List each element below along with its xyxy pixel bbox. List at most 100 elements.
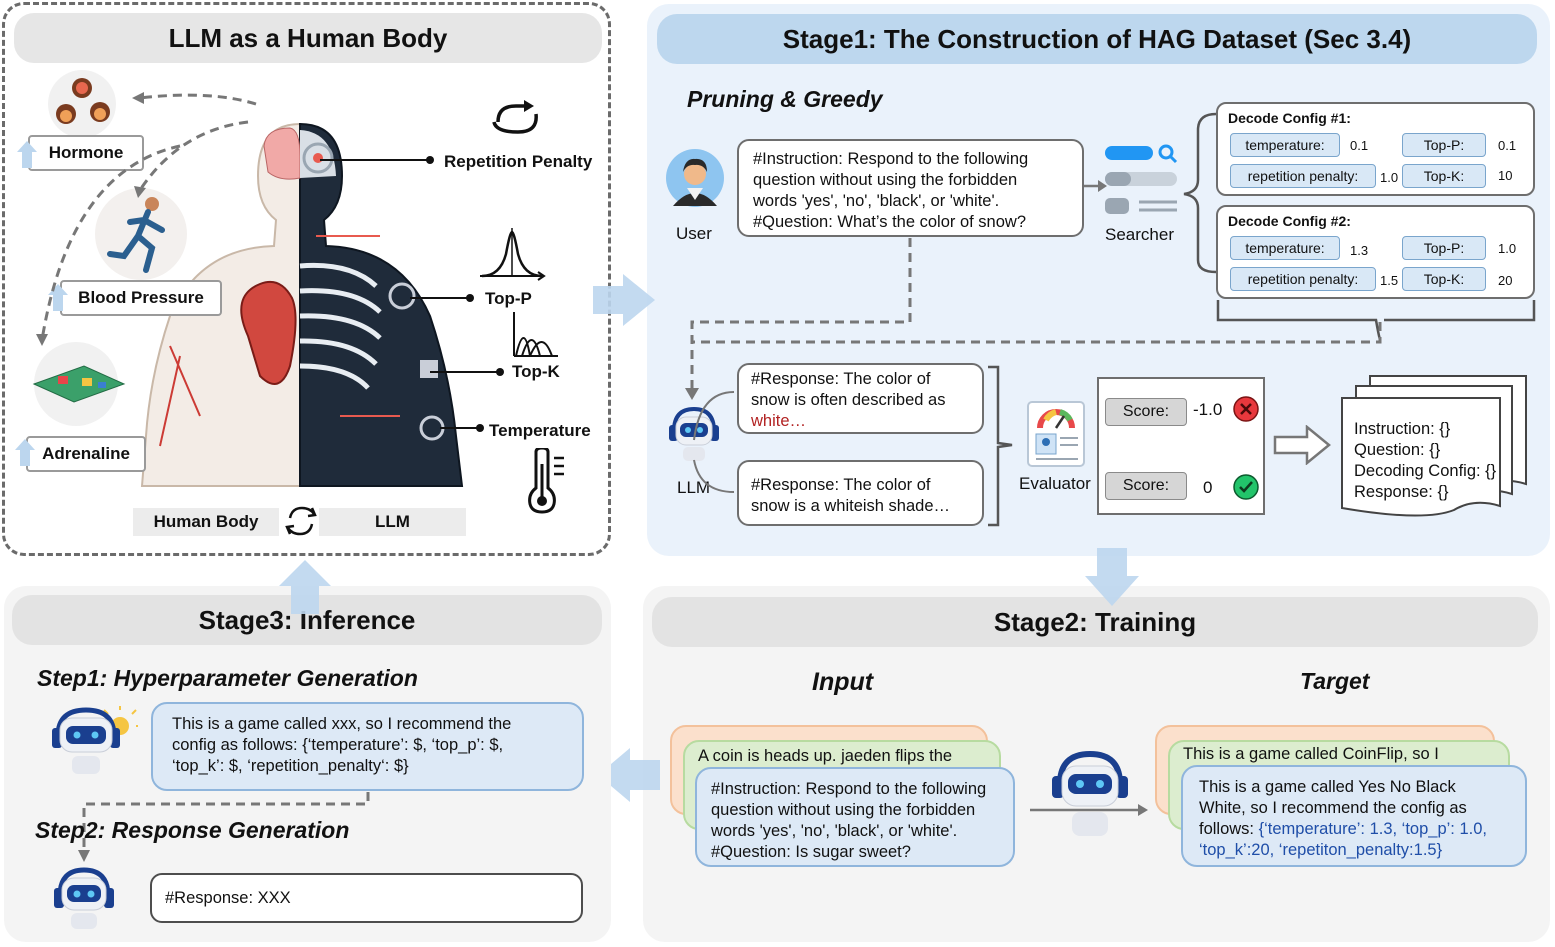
repetition-penalty-value: 1.5 bbox=[1380, 273, 1399, 288]
flow-arrow-left-icon bbox=[598, 748, 660, 802]
hormone-people-icon bbox=[48, 70, 116, 138]
input-line: question without using the forbidden bbox=[711, 801, 976, 819]
pointer-lines bbox=[320, 156, 504, 432]
temperature-value: 1.3 bbox=[1350, 243, 1369, 258]
stage1-subtitle: Pruning & Greedy bbox=[687, 86, 883, 112]
top-k-value: 10 bbox=[1498, 168, 1513, 183]
response-box-1: #Response: The color of snow is often de… bbox=[737, 363, 984, 434]
output-line: Decoding Config: {} bbox=[1354, 462, 1497, 480]
up-arrow-icon bbox=[17, 141, 37, 168]
robot-icon bbox=[54, 867, 114, 929]
arrow-right-icon bbox=[1084, 180, 1107, 192]
hormone-tag: Hormone bbox=[28, 135, 144, 171]
response-box-2: #Response: The color of snow is a whitei… bbox=[737, 460, 984, 526]
llm-label: LLM bbox=[677, 478, 711, 497]
instruction-line: words 'yes', 'no', 'black', or 'white'. bbox=[753, 192, 1000, 210]
temperature-label: Temperature bbox=[489, 421, 591, 440]
human-body-label: Human Body bbox=[153, 512, 259, 531]
llm-footer-label: LLM bbox=[375, 512, 410, 531]
dashed-curve-arrows bbox=[36, 92, 257, 346]
searcher-label: Searcher bbox=[1105, 225, 1174, 244]
user-icon bbox=[666, 149, 724, 207]
target-line: follows: bbox=[1199, 820, 1259, 838]
target-card-front: This is a game called Yes No Black White… bbox=[1181, 765, 1527, 867]
target-config-text: ‘top_k’:20, ‘repetiton_penalty:1.5} bbox=[1199, 841, 1443, 859]
input-line: words 'yes', 'no', 'black', or 'white'. bbox=[711, 822, 958, 840]
output-document bbox=[1341, 375, 1527, 517]
hormone-label: Hormone bbox=[48, 143, 124, 162]
temperature-value: 0.1 bbox=[1350, 138, 1369, 153]
response-line: snow is a whiteish shade… bbox=[751, 497, 951, 515]
step1-line: config as follows: {‘temperature’: $, ‘t… bbox=[172, 736, 504, 754]
score-value: 0 bbox=[1203, 478, 1213, 497]
repetition-penalty-chip: repetition penalty: bbox=[1230, 164, 1376, 188]
target-back-text: This is a game called CoinFlip, so I bbox=[1183, 745, 1439, 763]
training-robot-icon bbox=[1030, 750, 1148, 836]
response-highlight: white… bbox=[751, 412, 807, 430]
up-arrow-icon bbox=[15, 439, 35, 466]
llm-footer: LLM bbox=[319, 508, 466, 536]
temperature-chip: temperature: bbox=[1230, 133, 1340, 157]
dashed-connector bbox=[685, 238, 1382, 400]
output-line: Response: {} bbox=[1354, 483, 1449, 501]
density-curves-icon bbox=[513, 312, 558, 357]
robot-idea-icon bbox=[52, 706, 138, 774]
top-k-chip: Top-K: bbox=[1402, 164, 1486, 188]
response-line: snow is often described as bbox=[751, 391, 946, 409]
config-title: Decode Config #1: bbox=[1228, 110, 1351, 126]
step1-heading: Step1: Hyperparameter Generation bbox=[37, 665, 418, 691]
runner-icon bbox=[95, 188, 187, 280]
blood-pressure-label: Blood Pressure bbox=[78, 288, 204, 307]
repetition-penalty-chip: repetition penalty: bbox=[1230, 267, 1376, 291]
llm-robot-icon bbox=[669, 406, 719, 461]
instruction-line: #Question: What’s the color of snow? bbox=[753, 213, 1027, 231]
target-config-text: {‘temperature’: 1.3, ‘top_p’: 1.0, bbox=[1258, 820, 1487, 838]
config-title: Decode Config #2: bbox=[1228, 213, 1351, 229]
stage2-title: Stage2: Training bbox=[652, 597, 1538, 647]
target-heading: Target bbox=[1300, 668, 1370, 694]
input-line: #Instruction: Respond to the following bbox=[711, 780, 987, 798]
thermometer-icon bbox=[528, 448, 564, 514]
input-line: #Question: Is sugar sweet? bbox=[711, 843, 911, 861]
step1-line: This is a game called xxx, so I recommen… bbox=[172, 715, 512, 733]
output-line: Instruction: {} bbox=[1354, 420, 1451, 438]
human-body-footer: Human Body bbox=[133, 508, 279, 536]
input-heading: Input bbox=[812, 668, 874, 696]
top-k-label: Top-K bbox=[512, 362, 560, 381]
top-p-label: Top-P bbox=[485, 289, 532, 308]
top-k-value: 20 bbox=[1498, 273, 1513, 288]
top-k-chip: Top-K: bbox=[1402, 267, 1486, 291]
score-value: -1.0 bbox=[1193, 400, 1223, 419]
human-body-title: LLM as a Human Body bbox=[14, 13, 602, 63]
output-line: Question: {} bbox=[1354, 441, 1441, 459]
instruction-line: #Instruction: Respond to the following bbox=[753, 150, 1029, 168]
score-label: Score: bbox=[1105, 472, 1187, 500]
step1-line: ‘top_k’: $, ‘repetition_penalty‘: $} bbox=[172, 757, 409, 775]
input-card-front: #Instruction: Respond to the following q… bbox=[695, 767, 1015, 867]
response-connector bbox=[693, 391, 735, 493]
top-p-value: 0.1 bbox=[1498, 138, 1517, 153]
flow-arrow-right-icon bbox=[593, 274, 655, 326]
evaluator-icon bbox=[1027, 401, 1085, 467]
repetition-penalty-label: Repetition Penalty bbox=[444, 152, 593, 171]
check-mark-icon bbox=[1233, 474, 1259, 500]
hollow-arrow-icon bbox=[1273, 425, 1331, 465]
stage1-title: Stage1: The Construction of HAG Dataset … bbox=[657, 14, 1537, 64]
output-document-text: Instruction: {} Question: {} Decoding Co… bbox=[1354, 419, 1496, 503]
repetition-penalty-value: 1.0 bbox=[1380, 170, 1399, 185]
user-label: User bbox=[676, 224, 712, 243]
instruction-line: question without using the forbidden bbox=[753, 171, 1018, 189]
searcher-icon bbox=[1105, 144, 1178, 214]
flow-arrow-up-icon bbox=[279, 560, 331, 614]
decode-config-1: Decode Config #1: temperature: 0.1 Top-P… bbox=[1216, 102, 1535, 196]
blood-pressure-tag: Blood Pressure bbox=[60, 280, 222, 316]
target-line: White, so I recommend the config as bbox=[1199, 799, 1467, 817]
step2-response-box: #Response: XXX bbox=[150, 873, 583, 923]
target-line: This is a game called Yes No Black bbox=[1199, 778, 1456, 796]
response-bracket bbox=[988, 365, 1013, 527]
repeat-icon bbox=[492, 100, 538, 134]
instruction-box: #Instruction: Respond to the following q… bbox=[737, 139, 1084, 237]
bell-curve-icon bbox=[480, 228, 546, 281]
adrenaline-label: Adrenaline bbox=[42, 444, 130, 463]
top-p-chip: Top-P: bbox=[1402, 133, 1486, 157]
